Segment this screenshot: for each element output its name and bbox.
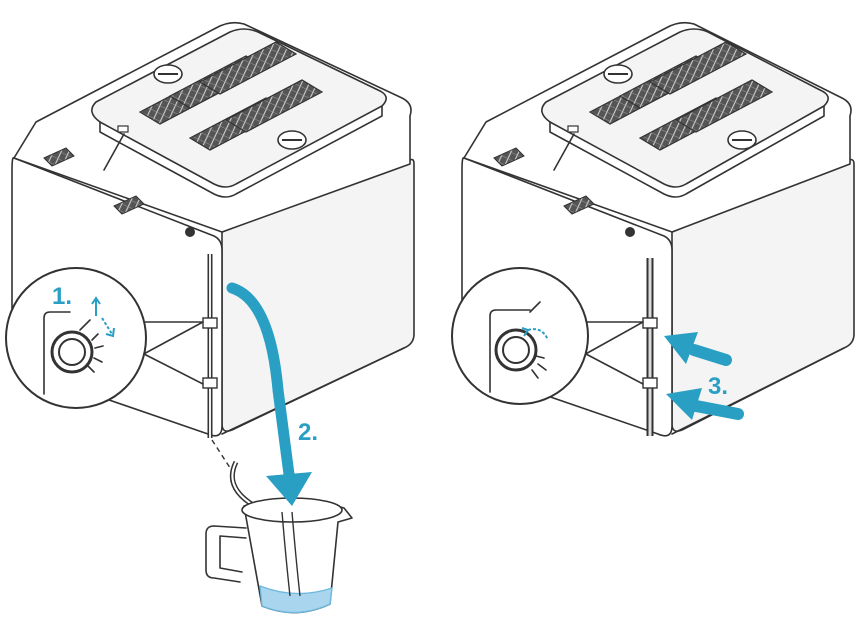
top-vent-grilles xyxy=(138,41,324,151)
machine-body xyxy=(461,21,855,437)
lock-arrow-icon xyxy=(527,328,549,341)
side-vent xyxy=(43,147,75,167)
drain-flow-arrow xyxy=(226,282,312,506)
top-knob-icon xyxy=(603,64,633,84)
push-arrows xyxy=(664,332,744,420)
measuring-jug xyxy=(205,497,353,614)
top-vent-grilles xyxy=(588,41,774,151)
drain-plug-icon xyxy=(185,227,195,237)
side-vent xyxy=(493,147,525,167)
side-vent xyxy=(113,195,145,215)
unlock-arrows-icon xyxy=(91,296,115,338)
top-knob-icon xyxy=(727,130,757,150)
valve-detail-magnifier xyxy=(5,267,204,409)
hose-clip xyxy=(642,377,658,389)
top-knob-icon xyxy=(277,130,307,150)
step-label: 2. xyxy=(298,419,318,446)
valve-detail-magnifier xyxy=(451,267,644,405)
top-knob-icon xyxy=(153,64,183,84)
drain-plug-icon xyxy=(625,227,635,237)
hose-clip xyxy=(642,317,658,329)
hose-clip xyxy=(202,317,218,329)
step-label: 3. xyxy=(708,373,728,400)
drain-panel: 1. 2. xyxy=(5,21,415,614)
step-label: 1. xyxy=(52,283,72,310)
side-vent xyxy=(563,195,595,215)
hose-clip xyxy=(202,377,218,389)
reinsert-panel: 3. xyxy=(451,21,855,437)
water-in-jug xyxy=(259,584,333,614)
